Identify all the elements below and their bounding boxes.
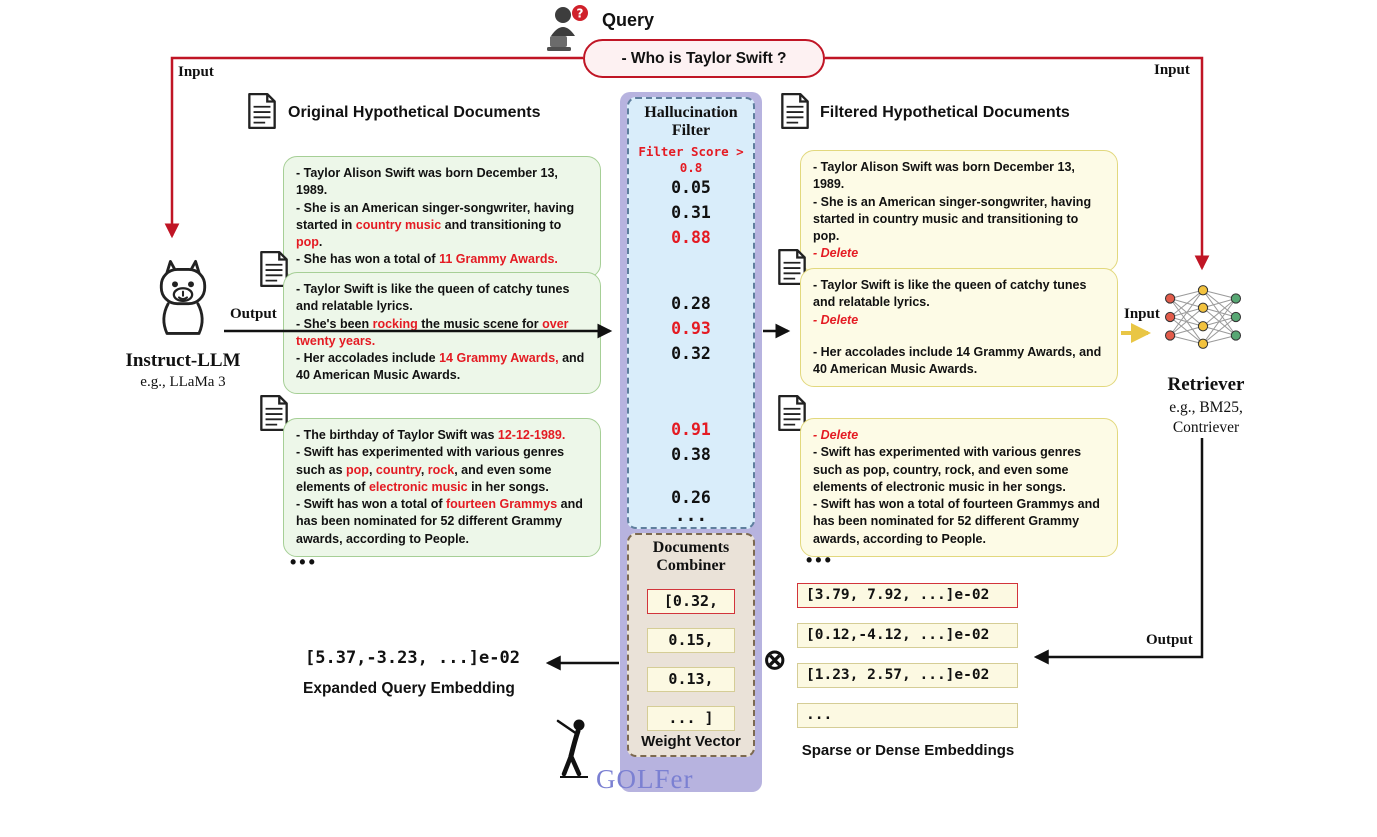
combiner-title: Documents Combiner bbox=[652, 539, 730, 575]
document-icon bbox=[778, 394, 806, 432]
input-label-right: Input bbox=[1154, 62, 1190, 78]
output-label-retriever: Output bbox=[1146, 632, 1193, 648]
filtered-docs-title: Filtered Hypothetical Documents bbox=[820, 104, 1070, 121]
input-label-retriever: Input bbox=[1124, 306, 1160, 322]
golfer-title: GOLFer bbox=[596, 764, 694, 794]
original-docs-title: Original Hypothetical Documents bbox=[288, 104, 541, 121]
llm-name: Instruct-LLM bbox=[125, 350, 241, 371]
original-doc-2: - Taylor Swift is like the queen of catc… bbox=[283, 272, 601, 394]
documents-combiner-box: Documents Combiner [0.32,0.15,0.13,... ]… bbox=[627, 533, 755, 757]
embeddings-caption: Sparse or Dense Embeddings bbox=[801, 742, 1015, 759]
filter-score-threshold: Filter Score > 0.8 bbox=[638, 144, 744, 175]
svg-text:?: ? bbox=[577, 7, 584, 21]
expanded-query-embedding-value: [5.37,-3.23, ...]e-02 bbox=[305, 648, 520, 668]
filtered-doc-3: - Delete- Swift has experimented with va… bbox=[800, 418, 1118, 557]
filtered-doc-2: - Taylor Swift is like the queen of catc… bbox=[800, 268, 1118, 388]
document-icon bbox=[260, 394, 288, 432]
golfer-icon bbox=[556, 719, 588, 778]
input-label-left: Input bbox=[178, 64, 214, 80]
weight-vector-caption: Weight Vector bbox=[641, 733, 741, 750]
elementwise-product-icon: ⊗ bbox=[763, 644, 787, 675]
original-docs-ellipsis: ••• bbox=[290, 552, 318, 572]
document-icon bbox=[248, 92, 276, 130]
retriever-name: Retriever bbox=[1167, 374, 1245, 395]
llama-icon bbox=[159, 260, 207, 335]
embedding-rows: [3.79, 7.92, ...]e-02[0.12,-4.12, ...]e-… bbox=[797, 583, 1018, 728]
weight-vector: [0.32,0.15,0.13,... ] bbox=[629, 589, 753, 731]
expanded-query-embedding-caption: Expanded Query Embedding bbox=[303, 680, 515, 697]
original-doc-1: - Taylor Alison Swift was born December … bbox=[283, 156, 601, 278]
filtered-docs-ellipsis: ••• bbox=[806, 550, 834, 570]
retriever-subtitle-2: Contriever bbox=[1172, 419, 1240, 436]
filter-ellipsis: ... bbox=[674, 505, 708, 526]
hallucination-filter-box: Hallucination Filter Filter Score > 0.8 … bbox=[627, 97, 755, 529]
document-icon bbox=[781, 92, 809, 130]
retriever-network-icon bbox=[1164, 285, 1242, 349]
retriever-subtitle-1: e.g., BM25, bbox=[1169, 399, 1243, 416]
original-doc-3: - The birthday of Taylor Swift was 12-12… bbox=[283, 418, 601, 557]
score-group-4: 0.26 bbox=[671, 488, 711, 507]
filtered-doc-1: - Taylor Alison Swift was born December … bbox=[800, 150, 1118, 272]
user-query-icon: ? bbox=[547, 5, 588, 51]
query-bubble: - Who is Taylor Swift ? bbox=[583, 39, 825, 78]
document-icon bbox=[260, 250, 288, 288]
query-title: Query bbox=[602, 10, 655, 30]
filter-title: Hallucination Filter bbox=[644, 104, 738, 140]
llm-subtitle: e.g., LLaMa 3 bbox=[140, 374, 226, 390]
output-label-llm: Output bbox=[230, 306, 277, 322]
